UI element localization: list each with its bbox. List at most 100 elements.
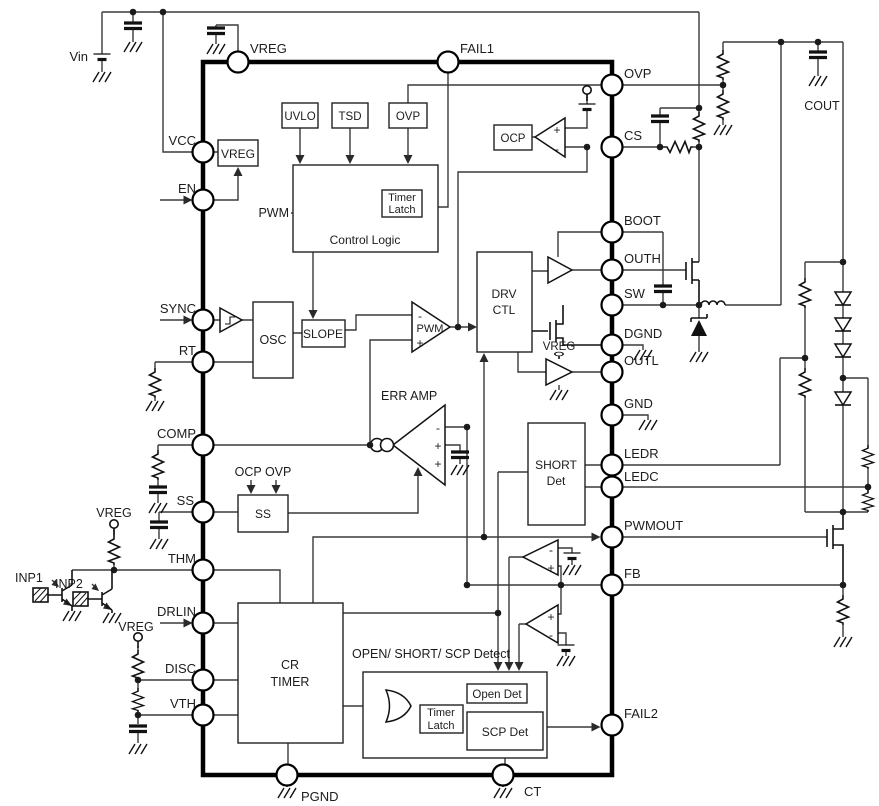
schottky-triangle [691, 320, 707, 336]
pin-dgnd-label: DGND [624, 326, 662, 341]
vreg-supply-icon [553, 351, 565, 360]
fb-comparator-lower: + - [524, 603, 577, 667]
vreg-block-box [217, 139, 259, 167]
ground-symbol [549, 389, 569, 401]
pin-outl: OUTL [600, 353, 659, 384]
ground-symbol [833, 636, 853, 648]
block-short-det: SHORT Det [527, 422, 586, 526]
inp1-label: INP1 [15, 571, 43, 585]
nmos-symbol [532, 305, 602, 346]
ground-symbol [62, 610, 82, 622]
junction-dot [864, 483, 872, 491]
vin-battery-icon [91, 52, 113, 62]
ss-box [237, 494, 289, 533]
junction-dot [656, 143, 664, 151]
pin-en: EN [178, 181, 215, 212]
reference-supply-icon [581, 85, 593, 102]
pin-ss: SS [177, 493, 215, 524]
pin-disc-label: DISC [165, 661, 196, 676]
vin-bulk-capacitor [122, 21, 144, 31]
err-amp: ERR AMP - + + [369, 389, 471, 487]
pin-thm-label: THM [168, 551, 196, 566]
junction-dot [695, 104, 703, 112]
junction-dot [839, 258, 847, 266]
junction-dot [134, 676, 142, 684]
err-amp-minus: - [436, 421, 440, 435]
pin-dgnd-terminal [600, 333, 624, 357]
pin-outl-label: OUTL [624, 353, 659, 368]
scp-det-label: SCP Det [482, 725, 529, 739]
pin-sw-label: SW [624, 286, 646, 301]
pin-ledc-terminal [600, 475, 624, 499]
fb-comp1-triangle [521, 538, 559, 577]
cs-filter-capacitor [649, 114, 671, 124]
external-dimming-fet [826, 512, 844, 585]
pin-drlin-terminal [191, 611, 215, 635]
pin-fail1-label: FAIL1 [460, 41, 494, 56]
pin-sw-terminal [600, 293, 624, 317]
ss-capacitor [148, 520, 170, 530]
vreg-capacitor [205, 26, 227, 36]
pin-disc-terminal [191, 668, 215, 692]
cout-cap-icon [807, 50, 829, 60]
pin-sync-terminal [191, 308, 215, 332]
bootstrap-capacitor [652, 284, 674, 294]
slope-box [301, 319, 346, 348]
ocp-minus: - [555, 142, 559, 156]
pin-comp: COMP [157, 426, 215, 457]
vin-source: Vin [69, 49, 113, 83]
pin-pwmout: PWMOUT [600, 518, 683, 549]
block-cr-timer: CR TIMER [237, 602, 344, 744]
vth-resistor [131, 687, 145, 713]
ground-symbol [689, 351, 709, 363]
timer-latch2-label-2: Latch [428, 720, 455, 732]
cout-capacitor: COUT [804, 50, 840, 113]
pin-pgnd: PGND [275, 763, 339, 804]
cr-timer-label-2: TIMER [271, 675, 310, 689]
current-sense-resistor [692, 111, 706, 143]
external-high-side-fet [685, 258, 700, 305]
tsd-box [331, 102, 369, 129]
uvlo-label: UVLO [284, 111, 315, 123]
pin-fail2: FAIL2 [600, 706, 658, 737]
disc-vreg-label: VREG [118, 620, 153, 634]
block-slope: SLOPE [301, 319, 346, 348]
pin-thm: THM [168, 551, 215, 582]
pin-boot-terminal [600, 220, 624, 244]
drv-ctl-label-1: DRV [491, 287, 516, 301]
block-tsd: TSD [331, 102, 369, 129]
rt-resistor [148, 367, 162, 399]
disc-resistor [131, 649, 145, 681]
junction-dot [839, 508, 847, 516]
cout-label: COUT [804, 99, 840, 113]
junction-dot [839, 374, 847, 382]
pwm-comparator: - PWM + [411, 300, 452, 354]
pwm-plus: + [416, 336, 423, 350]
short-det-box [527, 422, 586, 526]
pin-vreg: VREG [226, 41, 287, 74]
comp-resistor [151, 449, 165, 481]
junction-dot [480, 533, 488, 541]
osc-label: OSC [259, 333, 286, 347]
pin-vth-terminal [191, 703, 215, 727]
err-amp-plus2: + [434, 457, 441, 471]
outl-driver-vreg-label: VREG [543, 341, 576, 353]
pin-pgnd-terminal [275, 763, 299, 787]
ground-symbol [206, 43, 226, 55]
ledc-sense-resistor-2 [861, 489, 875, 513]
junction-dot [366, 441, 374, 449]
pin-outh: OUTH [600, 251, 661, 282]
tsd-label: TSD [339, 111, 362, 123]
timer-latch-box [381, 189, 423, 218]
vth-capacitor [127, 724, 149, 734]
drv-ctl-box [476, 251, 533, 353]
pin-cs: CS [600, 128, 642, 159]
control-logic-label: Control Logic [330, 233, 401, 247]
junction-dots [110, 8, 872, 719]
block-vreg-regulator: VREG [217, 139, 259, 167]
pin-fail2-label: FAIL2 [624, 706, 658, 721]
pin-gnd-label: GND [624, 396, 653, 411]
pin-comp-terminal [191, 433, 215, 457]
pin-outh-terminal [600, 258, 624, 282]
